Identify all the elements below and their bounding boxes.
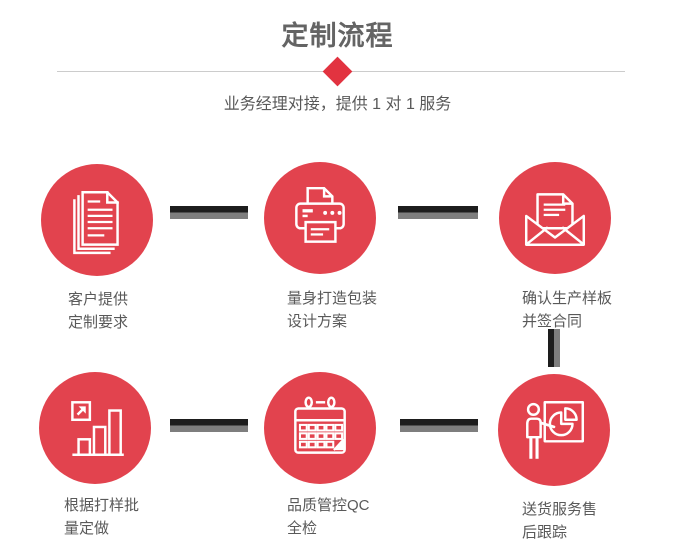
- step-label-line1: 客户提供: [68, 291, 129, 308]
- step-label: 品质管控QC 全检: [287, 494, 370, 540]
- step-circle-customer-requirements: [41, 164, 153, 276]
- printer-icon: [295, 186, 345, 243]
- diamond-icon: [322, 56, 353, 87]
- step-label: 送货服务售 后跟踪: [522, 498, 597, 544]
- connector-row2-right: [400, 419, 478, 432]
- step-label: 量身打造包装 设计方案: [287, 287, 377, 333]
- step-circle-batch-production: [39, 372, 151, 484]
- calendar-icon: [294, 396, 346, 454]
- bar-chart-icon: [71, 401, 124, 456]
- step-label-line1: 量身打造包装: [287, 290, 378, 307]
- step-label: 根据打样批 量定做: [64, 494, 139, 540]
- step-circle-delivery-aftersale: [498, 374, 610, 486]
- step-label: 确认生产样板 并签合同: [522, 287, 612, 333]
- step-circle-qc-inspection: [264, 372, 376, 484]
- step-circle-packaging-design: [264, 162, 376, 274]
- connector-row1-right: [398, 206, 478, 219]
- documents-icon: [73, 191, 119, 255]
- connector-row2-left: [170, 419, 248, 432]
- step-label-line2: 量定做: [64, 520, 110, 537]
- step-circle-sample-contract: [499, 162, 611, 274]
- step-label-line2: 全检: [287, 520, 318, 537]
- page-title: 定制流程: [281, 21, 394, 51]
- step-label-line1: 品质管控QC: [287, 497, 370, 514]
- page-subtitle: 业务经理对接，提供 1 对 1 服务: [223, 96, 452, 113]
- step-label-line2: 设计方案: [287, 313, 348, 330]
- presentation-icon: [526, 401, 585, 459]
- step-label-line1: 确认生产样板: [522, 290, 613, 307]
- envelope-icon: [524, 193, 586, 246]
- connector-row1-left: [170, 206, 248, 219]
- step-label-line1: 送货服务售: [522, 501, 598, 518]
- connector-vertical: [548, 329, 560, 367]
- step-label-line2: 并签合同: [522, 313, 583, 330]
- step-label-line2: 后跟踪: [522, 524, 568, 541]
- step-label-line2: 定制要求: [68, 314, 129, 331]
- step-label-line1: 根据打样批: [64, 497, 140, 514]
- step-label: 客户提供 定制要求: [68, 288, 128, 334]
